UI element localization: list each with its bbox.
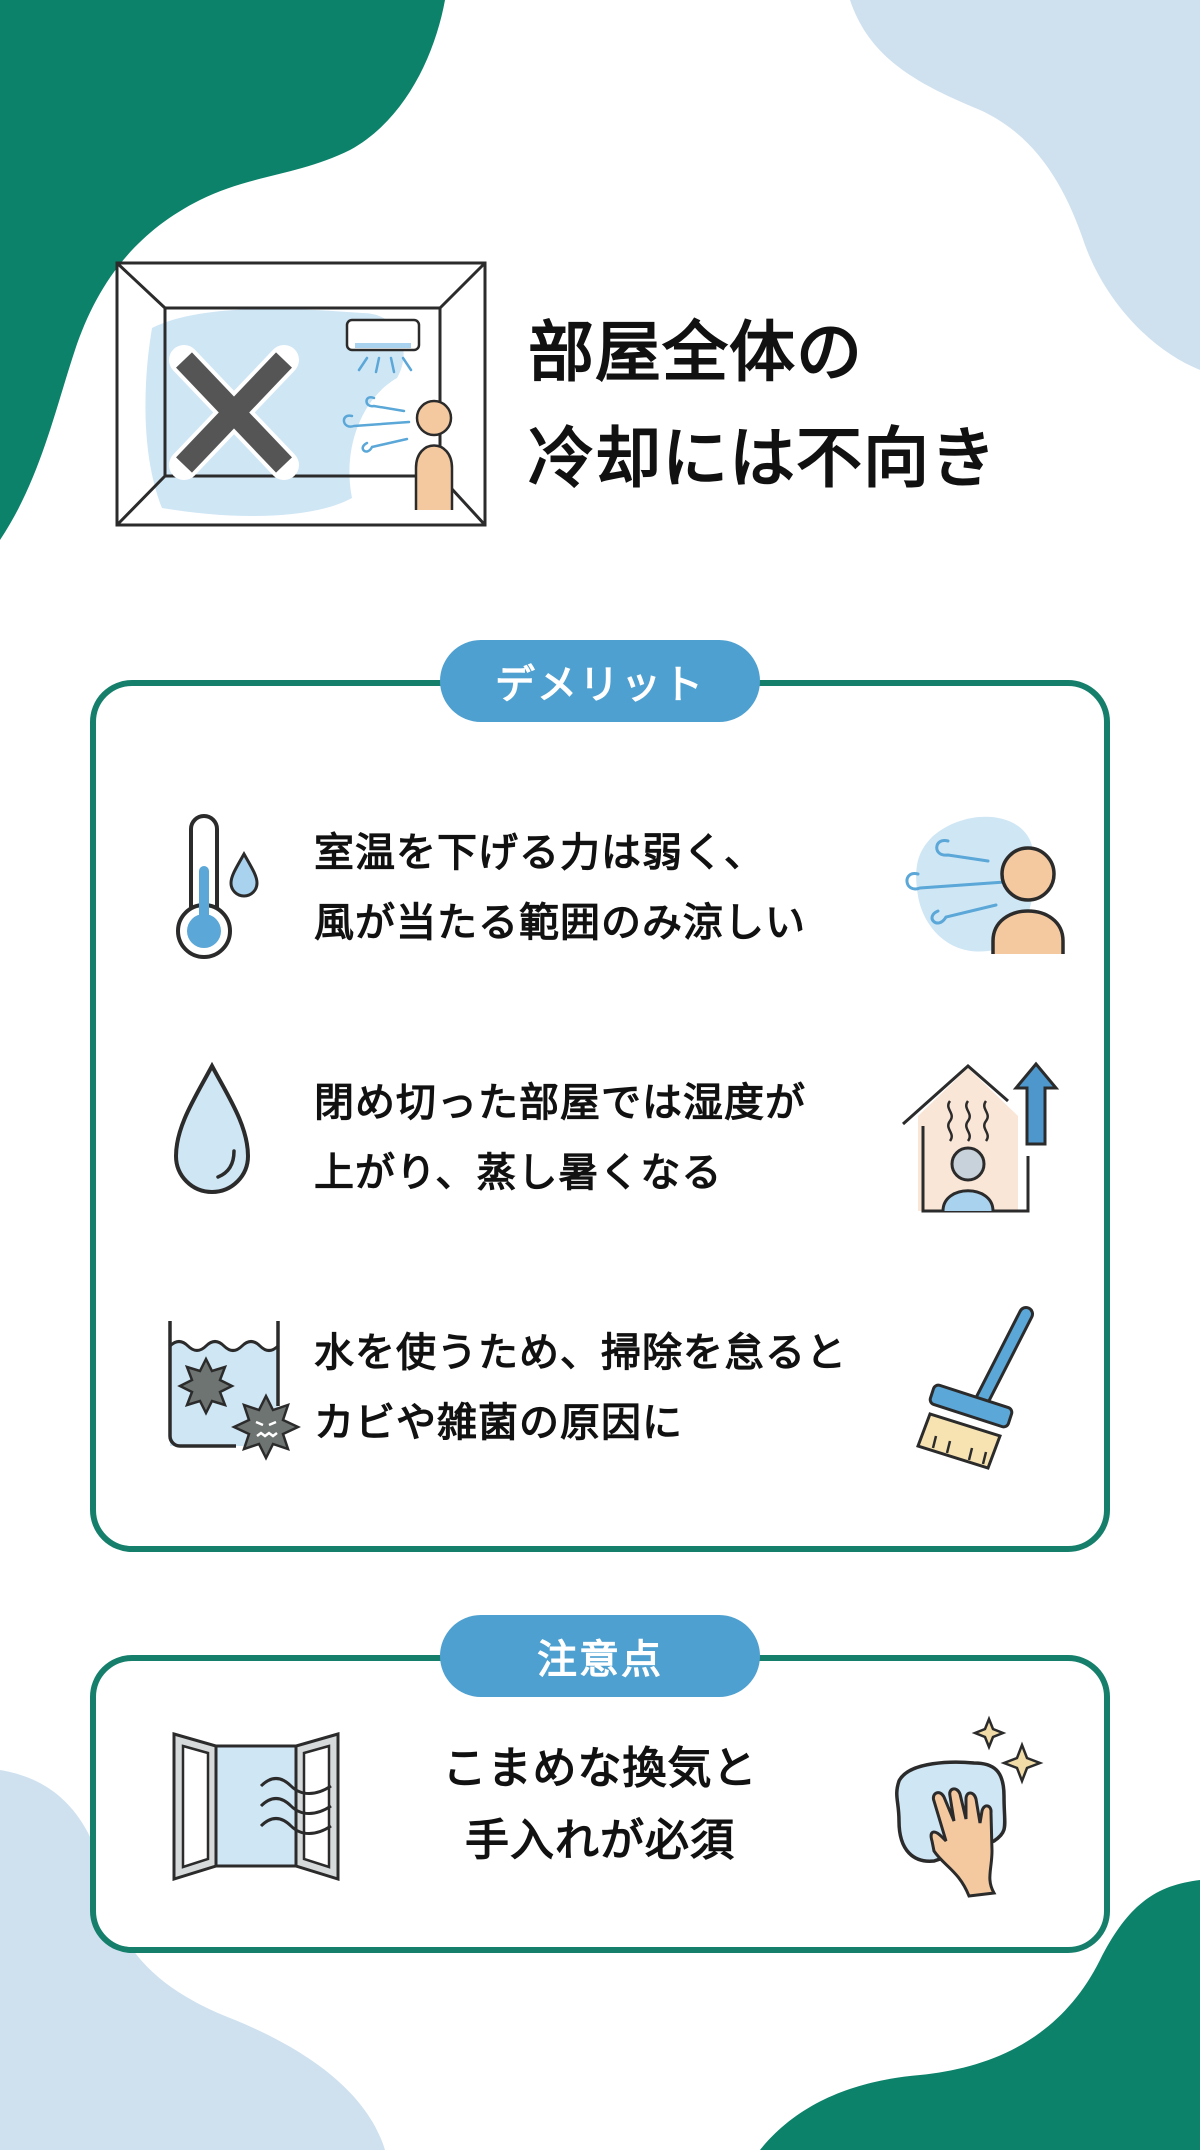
humid-house-icon (888, 1046, 1068, 1226)
demerit-item: 室温を下げる力は弱く、 風が当たる範囲のみ涼しい (96, 796, 1104, 976)
bottom-right-green-blob (760, 1880, 1200, 2150)
germ-tank-icon (156, 1296, 316, 1476)
title-line-1: 部屋全体の (528, 314, 863, 391)
demerit-text-line-1: 室温を下げる力は弱く、 (314, 830, 765, 876)
demerit-text: 閉め切った部屋では湿度が 上がり、蒸し暑くなる (314, 1068, 806, 1208)
page-title: 部屋全体の 冷却には不向き (528, 300, 997, 512)
open-window-icon (166, 1731, 346, 1881)
caution-text: こまめな換気と 手入れが必須 (96, 1733, 1104, 1877)
demerit-text-line-2: 風が当たる範囲のみ涼しい (314, 900, 806, 946)
caution-text-line-2: 手入れが必須 (465, 1815, 735, 1866)
caution-label-badge: 注意点 (440, 1615, 760, 1697)
demerit-text-line-1: 水を使うため、掃除を怠ると (314, 1330, 847, 1376)
demerit-label-badge: デメリット (440, 640, 760, 722)
caution-label: 注意点 (537, 1637, 663, 1683)
air-conditioner-icon (345, 318, 421, 374)
demerit-text-line-2: 上がり、蒸し暑くなる (314, 1150, 723, 1196)
demerit-card: 室温を下げる力は弱く、 風が当たる範囲のみ涼しい 閉め切った部屋では湿度が 上が… (90, 680, 1110, 1552)
caution-text-line-1: こまめな換気と (442, 1743, 758, 1794)
water-drop-icon (156, 1046, 316, 1226)
room-aircon-illustration (112, 258, 490, 530)
demerit-text: 水を使うため、掃除を怠ると カビや雑菌の原因に (314, 1318, 847, 1458)
demerit-item: 閉め切った部屋では湿度が 上がり、蒸し暑くなる (96, 1046, 1104, 1226)
top-right-blue-blob (850, 0, 1200, 370)
person-icon (414, 399, 454, 510)
demerit-label: デメリット (495, 662, 705, 708)
demerit-text-line-1: 閉め切った部屋では湿度が (314, 1080, 806, 1126)
x-mark-icon (169, 345, 299, 480)
wind-person-icon (888, 796, 1068, 976)
top-left-green-blob (0, 0, 445, 540)
cleaning-cloth-icon (874, 1701, 1044, 1901)
demerit-item: 水を使うため、掃除を怠ると カビや雑菌の原因に (96, 1296, 1104, 1476)
thermometer-icon (156, 796, 316, 976)
caution-card: こまめな換気と 手入れが必須 (90, 1655, 1110, 1953)
title-line-2: 冷却には不向き (528, 420, 997, 497)
demerit-text-line-2: カビや雑菌の原因に (314, 1400, 683, 1446)
caution-item: こまめな換気と 手入れが必須 (96, 1661, 1104, 1947)
broom-icon (888, 1296, 1068, 1476)
demerit-text: 室温を下げる力は弱く、 風が当たる範囲のみ涼しい (314, 818, 806, 958)
